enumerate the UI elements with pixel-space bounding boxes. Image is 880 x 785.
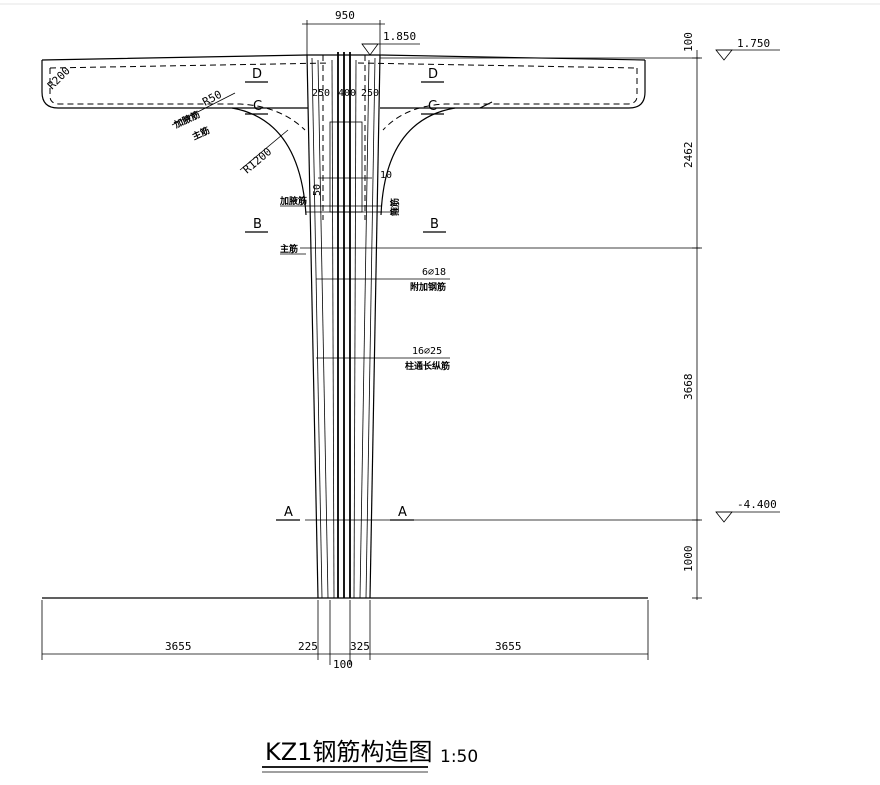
svg-text:1.750: 1.750 [737, 37, 770, 50]
note-haunch-rebar-1: 加腋筋 [171, 108, 201, 131]
bottom-dimensions: 3655 225 100 325 3655 [41, 600, 649, 671]
dim-325: 325 [350, 640, 370, 653]
dim-3655-left: 3655 [165, 640, 192, 653]
svg-text:柱通长纵筋: 柱通长纵筋 [405, 360, 450, 372]
section-markers: D D C C B B A A [245, 67, 446, 521]
svg-text:-4.400: -4.400 [737, 498, 777, 511]
dim-250-right: 250 [361, 88, 379, 99]
rebar-callout-2: 16⌀25 柱通长纵筋 [372, 346, 450, 372]
dim-50-vertical: 50 [312, 184, 323, 196]
section-c-left: C [253, 99, 262, 114]
dim-100-right: 100 [682, 32, 695, 52]
svg-text:附加钢筋: 附加钢筋 [410, 281, 446, 293]
section-d-left: D [252, 67, 262, 82]
section-c-right: C [428, 99, 437, 114]
dim-100-bottom: 100 [333, 658, 353, 671]
rebar-callout-1: 6⌀18 附加钢筋 [372, 267, 450, 293]
dim-10: 10 [380, 170, 392, 181]
top-dimensions: 950 250 400 250 [302, 9, 385, 99]
note-stirrup: 箍筋 [389, 198, 401, 217]
svg-text:6⌀18: 6⌀18 [422, 267, 446, 278]
level-lines [42, 57, 700, 599]
haunch-curves [231, 101, 493, 216]
cap-outline [41, 54, 646, 131]
dim-400: 400 [338, 88, 356, 99]
section-a-right: A [398, 505, 407, 520]
elevation-top-left: 1.850 [361, 30, 420, 56]
column-outline [306, 52, 382, 599]
drawing-title: KZ1钢筋构造图 [265, 738, 432, 766]
dim-3655-right: 3655 [495, 640, 522, 653]
section-b-right: B [430, 217, 439, 232]
dim-250-left: 250 [312, 88, 330, 99]
section-b-left: B [253, 217, 262, 232]
dim-1000: 1000 [682, 546, 695, 573]
svg-text:16⌀25: 16⌀25 [412, 346, 442, 357]
elevation-top-right: 1.750 [715, 37, 780, 61]
section-a-left: A [284, 505, 293, 520]
right-dimensions: 100 2462 3668 1000 [682, 32, 702, 600]
radius-r50: R50 [200, 88, 224, 109]
radius-r1200: R1200 [241, 145, 275, 176]
note-haunch-rebar-2: 加腋筋 [279, 195, 307, 207]
elevation-lower: -4.400 [715, 498, 780, 523]
dim-3668: 3668 [682, 374, 695, 401]
note-main-rebar-1: 主筋 [190, 124, 211, 142]
section-d-right: D [428, 67, 438, 82]
svg-text:1.850: 1.850 [383, 30, 416, 43]
note-main-rebar-2: 主筋 [280, 243, 298, 255]
drawing-title-block: KZ1钢筋构造图 1:50 [262, 738, 478, 773]
annotations: 加腋筋 主筋 加腋筋 主筋 箍筋 50 10 [171, 108, 401, 255]
radius-r200: R200 [45, 64, 73, 92]
dim-2462: 2462 [682, 142, 695, 169]
drawing-scale: 1:50 [440, 747, 478, 767]
dim-225: 225 [298, 640, 318, 653]
dim-950: 950 [335, 9, 355, 22]
